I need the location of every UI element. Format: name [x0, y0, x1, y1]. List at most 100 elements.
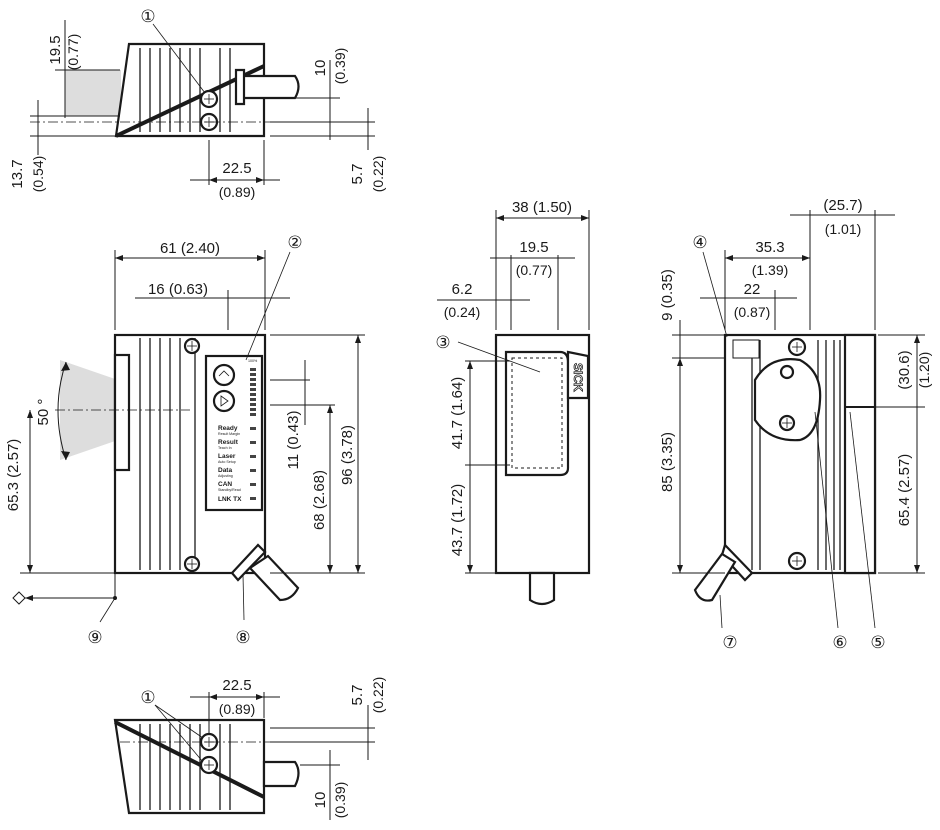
callout-5-leader — [849, 411, 876, 629]
dimension-arrowheads — [25, 177, 920, 700]
diagonal-edge-bottom — [114, 720, 265, 799]
led-label: Ready — [218, 425, 238, 432]
dim-5-7-bottom-inch-label: (0.22) — [370, 677, 386, 714]
dim-10-label: 10 — [312, 60, 329, 77]
led-label: Data — [218, 467, 232, 474]
callout-7-leader — [719, 594, 723, 629]
dim-65-4-label: 65.4 (2.57) — [896, 454, 913, 527]
led-sublabel: Adjusting — [218, 474, 233, 478]
callout-9-leader — [99, 597, 116, 623]
dim-11-label: 11 (0.43) — [285, 411, 302, 470]
dim-9-label: 9 (0.35) — [659, 269, 676, 321]
side-view: SICK 38 (1.50) 19.5 (0.77) 6.2 (0.24) 41… — [435, 199, 591, 606]
cable-back — [693, 552, 737, 602]
play-icon — [220, 395, 229, 407]
housing-ribs-bottom — [139, 724, 231, 810]
dim-22-5-bottom-label: 22.5 — [222, 677, 251, 694]
callout-1-leader — [152, 23, 206, 94]
callout-6: ⑥ — [832, 633, 847, 652]
callout-9: ⑨ — [87, 628, 102, 647]
callout-1-bottom: ① — [140, 688, 155, 707]
dim-22-5-label: 22.5 — [222, 160, 251, 177]
enter-button — [212, 363, 236, 387]
front-window — [504, 350, 570, 477]
callout-6-leader — [814, 411, 839, 629]
dim-10-bottom-inch-label: (0.39) — [332, 782, 348, 819]
bottom-view: 22.5 (0.89) 5.7 (0.22) 10 (0.39) ① — [113, 677, 386, 820]
dim-35-3-label: 35.3 — [755, 239, 784, 256]
callout-8: ⑧ — [235, 628, 250, 647]
dim-25-7-inch-label: (1.01) — [825, 221, 862, 237]
dim-13-7-label: 13.7 — [9, 159, 26, 188]
dim-50-deg-label: 50 ° — [35, 399, 52, 426]
logo-plate — [566, 350, 590, 400]
led-label: Result — [218, 439, 239, 446]
dim-61-label: 61 (2.40) — [160, 240, 220, 257]
dim-30-6-label: (30.6) — [896, 350, 913, 389]
dim-10-bottom-label: 10 — [312, 792, 329, 809]
optics-window-front — [113, 353, 131, 472]
callout-3-leader — [457, 341, 541, 373]
dim-96-label: 96 (3.78) — [339, 425, 356, 485]
dim-13-7-inch-label: (0.54) — [30, 156, 46, 193]
dim-25-7-label: (25.7) — [823, 197, 862, 214]
dim-68-label: 68 (2.68) — [311, 470, 328, 530]
dim-6-2-label: 6.2 — [452, 281, 473, 298]
dim-5-7-label: 5.7 — [349, 164, 366, 185]
led-label: LNK TX — [218, 496, 242, 503]
scale-label: 100% — [248, 359, 258, 363]
dim-5-7-inch-label: (0.22) — [370, 156, 386, 193]
rear-slot — [732, 339, 760, 359]
dim-30-6-inch-label: (1.20) — [916, 352, 932, 389]
dim-65-3-label: 65.3 (2.57) — [5, 439, 22, 512]
optics-aperture — [511, 357, 563, 469]
dim-41-7-label: 41.7 (1.64) — [449, 377, 466, 450]
housing-ribs-front — [139, 338, 196, 570]
callout-8-leader — [242, 574, 245, 621]
cable-side — [528, 571, 556, 606]
dim-16-label: 16 (0.63) — [148, 281, 208, 298]
angle-arc — [57, 361, 67, 461]
connector-housing-front — [230, 543, 267, 582]
enter-icon — [218, 370, 230, 377]
screw-head-icon — [779, 364, 795, 380]
dim-19-5-side-inch-label: (0.77) — [516, 262, 553, 278]
laser-beam-front — [60, 360, 118, 460]
dim-19-5-label: 19.5 — [47, 35, 64, 64]
connector-nut-top — [234, 68, 246, 106]
callout-1-top: ① — [140, 7, 155, 26]
led-sublabel: Auto Setup — [218, 460, 236, 464]
dim-43-7-label: 43.7 (1.72) — [449, 484, 466, 557]
dim-10-inch-label: (0.39) — [332, 48, 348, 85]
callout-3: ③ — [435, 333, 450, 352]
dim-85-label: 85 (3.35) — [659, 432, 676, 492]
bar-graph — [250, 368, 256, 416]
dim-6-2-inch-label: (0.24) — [444, 304, 481, 320]
status-leds — [250, 427, 256, 500]
callout-4: ④ — [692, 233, 707, 252]
front-view: 100% Ready Result Margin Result Teach In… — [5, 233, 365, 647]
led-label: CAN — [218, 481, 232, 488]
mounting-plate — [753, 358, 822, 442]
cable-front — [248, 554, 300, 602]
led-sublabel: Teach In — [218, 446, 232, 450]
dim-38-label: 38 (1.50) — [512, 199, 572, 216]
sick-logo: SICK — [571, 363, 585, 392]
dim-19-5-inch-label: (0.77) — [65, 34, 81, 71]
callout-4-leader — [702, 251, 728, 338]
dim-5-7-bottom-label: 5.7 — [349, 685, 366, 706]
connector-housing-back — [720, 542, 754, 582]
callout-1-bottom-leader — [154, 704, 204, 739]
laser-beam-top — [65, 70, 121, 116]
top-view: 19.5 (0.77) 10 (0.39) 13.7 (0.54) 22.5 (… — [9, 7, 386, 200]
callout-2: ② — [287, 233, 302, 252]
led-sublabel: Result Margin — [218, 432, 240, 436]
led-label: Laser — [218, 453, 236, 460]
dim-22-5-inch-label: (0.89) — [219, 184, 256, 200]
callout-2-leader — [245, 251, 291, 361]
side-rail — [843, 333, 877, 575]
dim-19-5-side-label: 19.5 — [519, 239, 548, 256]
dim-22-inch-label: (0.87) — [734, 304, 771, 320]
